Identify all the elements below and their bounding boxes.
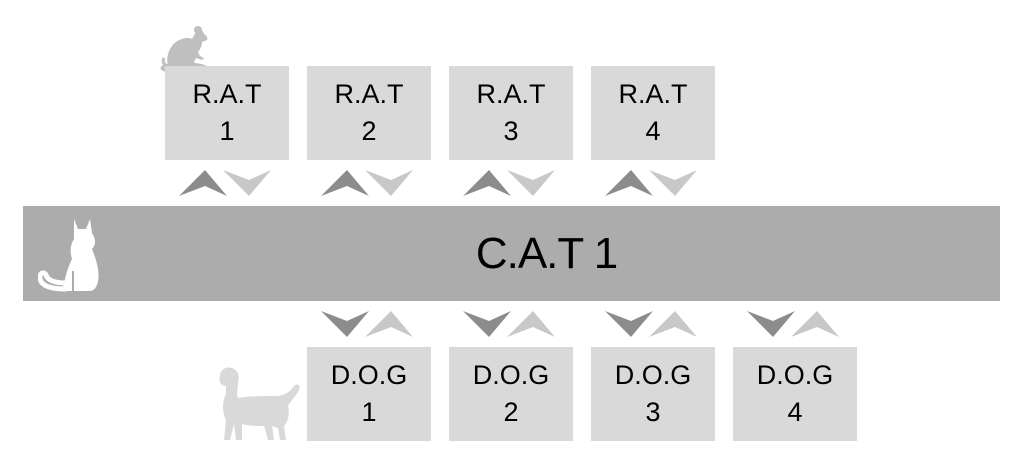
rat-cat-arrows-3 bbox=[463, 170, 555, 196]
cat-dog-arrows-3 bbox=[605, 311, 697, 337]
dog-box-number: 4 bbox=[787, 397, 803, 427]
cat-dog-arrows-4 bbox=[747, 311, 839, 337]
rat-box-name: R.A.T bbox=[618, 79, 688, 109]
rat-box-number: 3 bbox=[503, 116, 519, 146]
rat-box-4: R.A.T 4 bbox=[591, 66, 715, 160]
cat-dog-arrows-2 bbox=[463, 311, 555, 337]
rat-box-2: R.A.T 2 bbox=[307, 66, 431, 160]
rat-box-3: R.A.T 3 bbox=[449, 66, 573, 160]
rat-box-name: R.A.T bbox=[192, 79, 262, 109]
cat-bar: C.A.T 1 bbox=[23, 206, 1000, 301]
dog-box-number: 1 bbox=[361, 397, 377, 427]
dog-box-name: D.O.G bbox=[472, 360, 550, 390]
rat-box-name: R.A.T bbox=[476, 79, 546, 109]
dog-icon bbox=[219, 367, 300, 440]
rat-box-1: R.A.T 1 bbox=[165, 66, 289, 160]
cat-dog-arrows-1 bbox=[321, 311, 413, 337]
dog-box-name: D.O.G bbox=[614, 360, 692, 390]
cat-label: C.A.T 1 bbox=[475, 228, 618, 278]
cat-icon bbox=[38, 219, 99, 292]
dog-box-2: D.O.G 2 bbox=[449, 347, 573, 441]
rat-cat-arrows-1 bbox=[179, 170, 271, 196]
dog-box-3: D.O.G 3 bbox=[591, 347, 715, 441]
dog-box-4: D.O.G 4 bbox=[733, 347, 857, 441]
dog-box-name: D.O.G bbox=[330, 360, 408, 390]
rat-cat-arrows-2 bbox=[321, 170, 413, 196]
rat-box-number: 2 bbox=[361, 116, 377, 146]
rat-box-name: R.A.T bbox=[334, 79, 404, 109]
dog-box-name: D.O.G bbox=[756, 360, 834, 390]
rat-cat-arrows-4 bbox=[605, 170, 697, 196]
rat-box-number: 1 bbox=[219, 116, 235, 146]
dog-box-1: D.O.G 1 bbox=[307, 347, 431, 441]
dog-box-number: 3 bbox=[645, 397, 661, 427]
rat-box-number: 4 bbox=[645, 116, 661, 146]
dog-box-number: 2 bbox=[503, 397, 519, 427]
